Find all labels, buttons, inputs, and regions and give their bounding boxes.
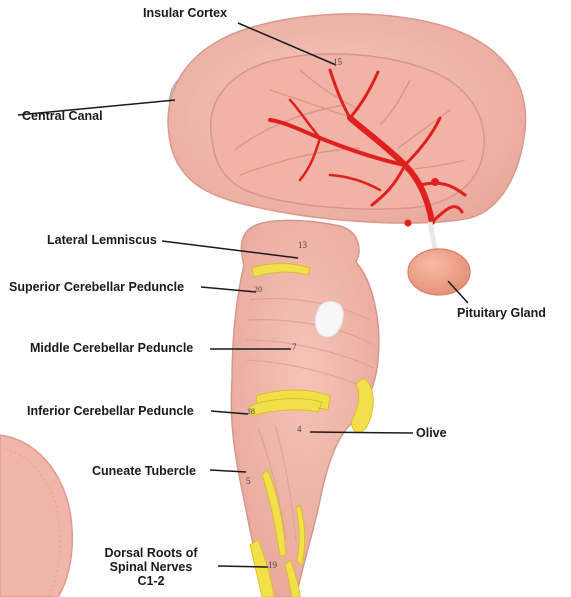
marker-olive: 4 <box>297 424 302 434</box>
label-lateral-lemniscus: Lateral Lemniscus <box>47 233 157 247</box>
marker-inferior: 18 <box>247 407 255 416</box>
label-cuneate-tubercle: Cuneate Tubercle <box>92 464 196 478</box>
label-middle-cerebellar-peduncle: Middle Cerebellar Peduncle <box>30 341 193 355</box>
label-central-canal: Central Canal <box>22 109 103 123</box>
label-dorsal-roots-line3: C1-2 <box>86 574 216 588</box>
cerebellum-fragment <box>0 435 72 597</box>
marker-dorsal: 19 <box>268 560 277 570</box>
insula-surface <box>211 54 485 209</box>
label-superior-cerebellar-peduncle: Superior Cerebellar Peduncle <box>9 280 184 294</box>
label-olive: Olive <box>416 426 447 440</box>
pituitary-gland-shape <box>408 249 470 295</box>
label-dorsal-roots: Dorsal Roots of Spinal Nerves C1-2 <box>86 546 216 588</box>
label-insular-cortex: Insular Cortex <box>143 6 227 20</box>
marker-cuneate: 5 <box>246 476 251 486</box>
label-inferior-cerebellar-peduncle: Inferior Cerebellar Peduncle <box>27 404 194 418</box>
marker-middle: 7 <box>292 342 297 352</box>
marker-lemniscus: 13 <box>298 240 307 250</box>
label-dorsal-roots-line2: Spinal Nerves <box>86 560 216 574</box>
marker-superior: 20 <box>254 285 262 294</box>
label-dorsal-roots-line1: Dorsal Roots of <box>86 546 216 560</box>
marker-insular: 15 <box>333 57 342 67</box>
label-pituitary-gland: Pituitary Gland <box>457 306 546 320</box>
